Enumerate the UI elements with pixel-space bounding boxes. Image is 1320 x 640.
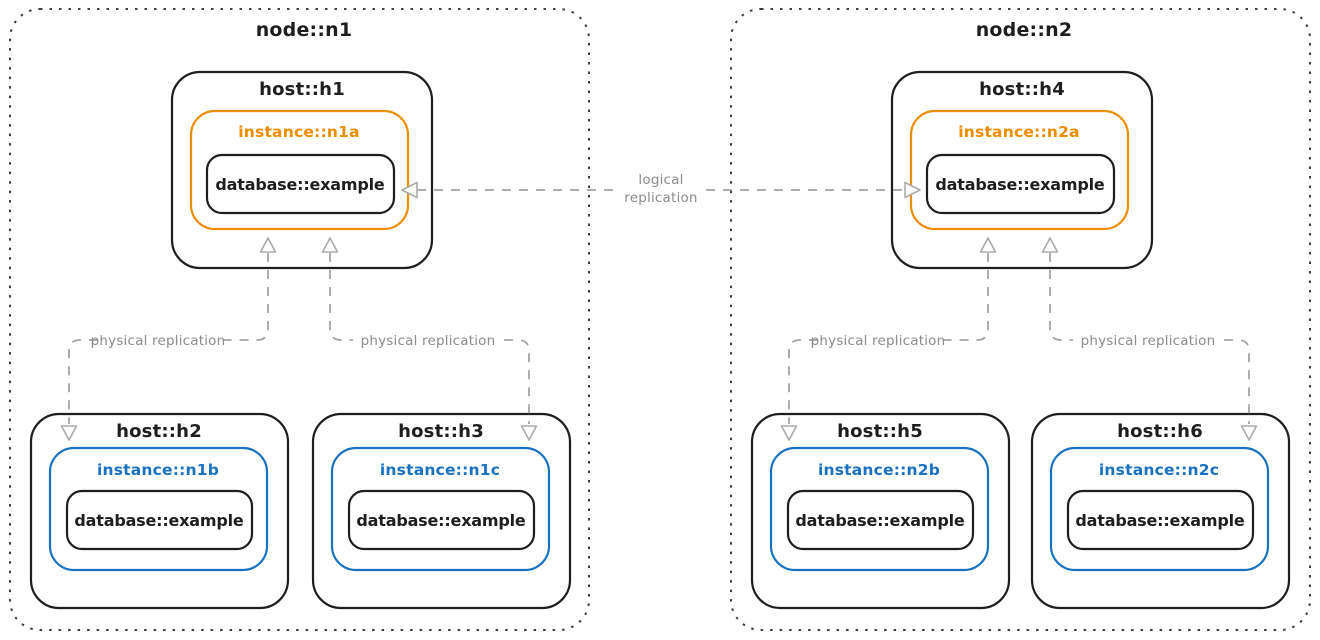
instance-n1c-label: instance::n1c [380, 461, 500, 479]
physical-replication-label: physical replication [1081, 333, 1216, 349]
arrowhead-down-icon [60, 425, 78, 441]
host-h3-group: host::h3 instance::n1c database::example [311, 412, 572, 610]
host-h4-group: host::h4 instance::n2a database::example [890, 70, 1154, 270]
database-n1a-label: database::example [215, 175, 384, 194]
database-n2c-box [1066, 489, 1255, 551]
database-n1b-box [65, 489, 254, 551]
arrowhead-left-icon [401, 181, 418, 199]
host-h1-group: host::h1 instance::n1a database::example [170, 70, 434, 270]
physical-arrow-segment [504, 339, 530, 424]
arrowhead-right-icon [904, 181, 921, 199]
node-n1-border [9, 8, 590, 631]
host-h1-label: host::h1 [259, 79, 345, 100]
node-n2-border [730, 8, 1311, 631]
physical-replication-label: physical replication [811, 333, 946, 349]
physical-replication-arrow-h5: physical replication [780, 237, 997, 441]
database-n2b-box [786, 489, 975, 551]
host-h6-group: host::h6 instance::n2c database::example [1030, 412, 1291, 610]
physical-replication-label: physical replication [361, 333, 496, 349]
database-n1c-label: database::example [356, 511, 525, 530]
physical-replication-arrow-h3: physical replication [321, 237, 538, 441]
arrowhead-down-icon [780, 425, 798, 441]
physical-arrow-segment [329, 253, 353, 341]
arrowhead-down-icon [520, 425, 538, 441]
arrowhead-up-icon [321, 237, 339, 253]
logical-replication-label-line1: logical [638, 172, 683, 188]
instance-n2a-label: instance::n2a [958, 123, 1079, 141]
physical-replication-label: physical replication [91, 333, 226, 349]
instance-n1a-label: instance::n1a [238, 123, 359, 141]
database-n2a-box [925, 153, 1116, 215]
host-h2-label: host::h2 [116, 421, 202, 442]
database-n1a-box [205, 153, 396, 215]
physical-arrow-segment [939, 253, 989, 341]
arrowhead-up-icon [979, 237, 997, 253]
host-h5-group: host::h5 instance::n2b database::example [750, 412, 1011, 610]
instance-n2b-label: instance::n2b [818, 461, 940, 479]
physical-replication-arrow-h6: physical replication [1041, 237, 1258, 441]
database-n2c-label: database::example [1075, 511, 1244, 530]
host-h5-label: host::h5 [837, 421, 923, 442]
database-n1b-label: database::example [74, 511, 243, 530]
physical-arrow-segment [219, 253, 269, 341]
logical-replication-label-line2: replication [624, 190, 697, 206]
physical-arrow-segment [788, 339, 818, 424]
physical-arrow-segment [1224, 339, 1250, 424]
database-n2a-label: database::example [935, 175, 1104, 194]
instance-n2c-label: instance::n2c [1099, 461, 1219, 479]
arrowhead-up-icon [259, 237, 277, 253]
host-h3-label: host::h3 [398, 421, 484, 442]
host-h4-label: host::h4 [979, 79, 1065, 100]
node-n2-group: node::n2 host::h4 instance::n2a database… [730, 8, 1311, 631]
instance-n1b-label: instance::n1b [97, 461, 219, 479]
node-n2-label: node::n2 [976, 19, 1073, 41]
node-n1-group: node::n1 host::h1 instance::n1a database… [9, 8, 590, 631]
database-n1c-box [347, 489, 536, 551]
database-n2b-label: database::example [795, 511, 964, 530]
node-n1-label: node::n1 [256, 19, 353, 41]
arrowhead-up-icon [1041, 237, 1059, 253]
host-h6-label: host::h6 [1117, 421, 1203, 442]
logical-replication-arrow: logical replication [401, 172, 921, 206]
host-h2-group: host::h2 instance::n1b database::example [29, 412, 290, 610]
physical-arrow-segment [68, 339, 98, 424]
physical-replication-arrow-h2: physical replication [60, 237, 277, 441]
physical-arrow-segment [1049, 253, 1073, 341]
arrowhead-down-icon [1240, 425, 1258, 441]
